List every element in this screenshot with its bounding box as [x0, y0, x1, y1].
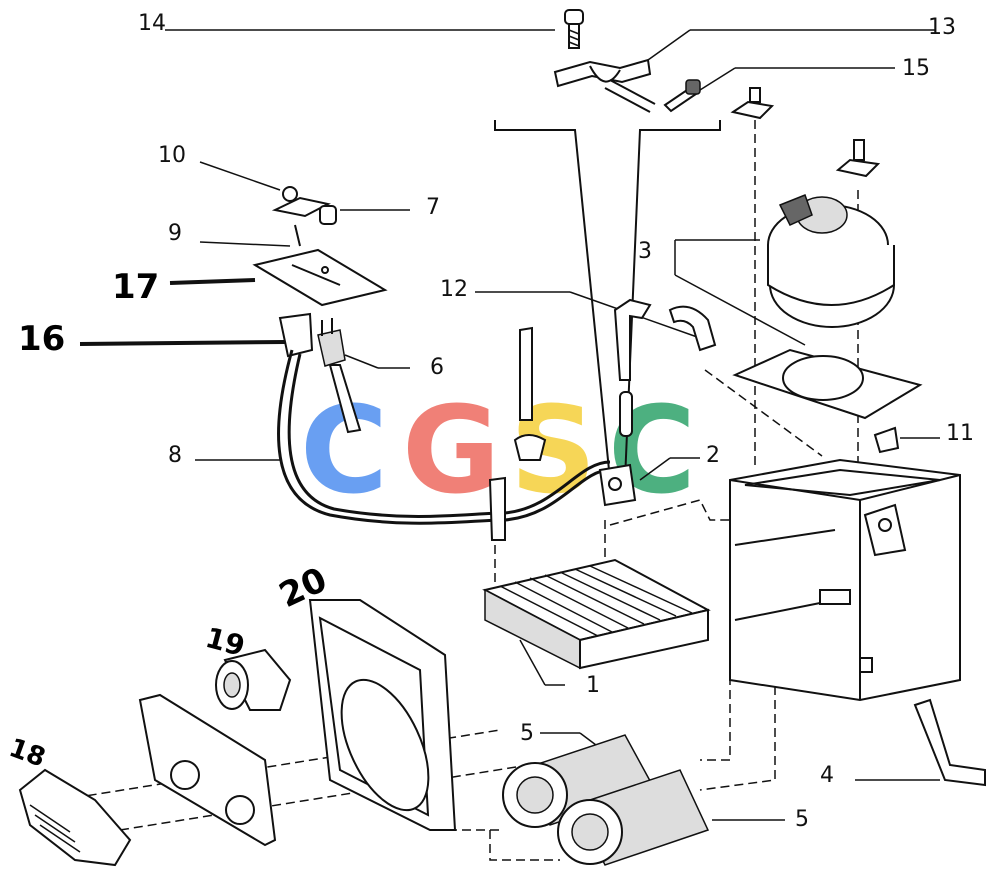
part-16-connector-and-harness: [79, 312, 611, 525]
label-1: 1: [586, 673, 600, 698]
label-3: 3: [638, 239, 652, 264]
heater-housing-box: [729, 458, 961, 702]
part-5-filter-elements: [502, 732, 785, 866]
part-18-grille: [18, 768, 132, 867]
label-18-handwritten: 18: [5, 733, 49, 774]
switch-assembly: [199, 161, 410, 247]
part-11-clip: [873, 426, 940, 454]
control-panel: [138, 693, 277, 847]
label-12: 12: [440, 277, 468, 302]
label-16-handwritten: 16: [18, 319, 65, 359]
label-11: 11: [946, 421, 974, 446]
label-5-bottom: 5: [795, 807, 809, 832]
part-1-evaporator-core: [482, 520, 711, 686]
label-8: 8: [168, 443, 182, 468]
label-4: 4: [820, 763, 834, 788]
part-15-bolt: [663, 67, 895, 113]
label-2: 2: [706, 443, 720, 468]
part-13-clamp: [553, 29, 935, 113]
part-4-bracket: [855, 698, 986, 787]
label-6: 6: [430, 355, 444, 380]
part-20-frame: [308, 599, 457, 831]
label-15: 15: [902, 56, 930, 81]
label-14: 14: [138, 11, 166, 36]
watermark-letter-g: G: [402, 382, 501, 521]
part-3-blower-assembly: [674, 194, 923, 420]
label-7: 7: [426, 195, 440, 220]
part-12-hoses: [475, 291, 717, 461]
label-10: 10: [158, 143, 186, 168]
label-9: 9: [168, 221, 182, 246]
label-13: 13: [928, 15, 956, 40]
part-2-expansion-valve: [488, 457, 700, 541]
label-5-top: 5: [520, 721, 534, 746]
part-19-knob: [215, 648, 292, 711]
label-19-handwritten: 19: [202, 621, 248, 663]
part-17-mounting-plate: [169, 248, 388, 307]
label-17-handwritten: 17: [112, 267, 159, 307]
part-14-screw: [165, 9, 584, 49]
